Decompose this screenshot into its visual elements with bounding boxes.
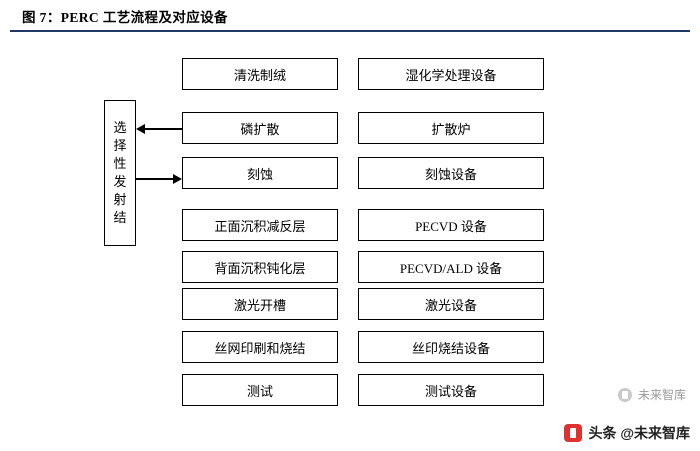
equipment-box-3: PECVD 设备 — [358, 209, 544, 241]
equipment-box-1: 扩散炉 — [358, 112, 544, 144]
arrow-line-phosphorus — [145, 128, 182, 130]
process-box-3: 正面沉积减反层 — [182, 209, 338, 241]
process-label-6: 丝网印刷和烧结 — [214, 340, 306, 356]
equipment-box-6: 丝印烧结设备 — [358, 331, 544, 363]
watermark-logo-icon — [617, 387, 632, 402]
process-box-4: 背面沉积钝化层 — [182, 251, 338, 283]
equipment-label-4: PECVD/ALD 设备 — [399, 260, 503, 276]
figure-title-bar: 图 7：PERC 工艺流程及对应设备 — [0, 0, 700, 34]
arrow-head-etching — [173, 174, 182, 184]
toutiao-logo-icon — [564, 424, 583, 442]
selective-emitter-char-1: 择 — [113, 138, 127, 153]
arrow-head-phosphorus — [136, 124, 145, 134]
equipment-label-2: 刻蚀设备 — [424, 166, 477, 182]
process-box-5: 激光开槽 — [182, 288, 338, 320]
equipment-box-2: 刻蚀设备 — [358, 157, 544, 189]
process-label-3: 正面沉积减反层 — [214, 218, 306, 234]
process-box-0: 清洗制绒 — [182, 58, 338, 90]
selective-emitter-char-0: 选 — [113, 120, 127, 135]
watermark: 未来智库 — [617, 386, 686, 403]
equipment-box-7: 测试设备 — [358, 374, 544, 406]
process-box-6: 丝网印刷和烧结 — [182, 331, 338, 363]
equipment-box-4: PECVD/ALD 设备 — [358, 251, 544, 283]
process-label-0: 清洗制绒 — [233, 67, 286, 83]
selective-emitter-char-2: 性 — [113, 156, 127, 171]
process-label-2: 刻蚀 — [246, 166, 273, 182]
page-title: 图 7：PERC 工艺流程及对应设备 — [22, 10, 228, 25]
equipment-label-6: 丝印烧结设备 — [411, 340, 490, 356]
process-label-5: 激光开槽 — [233, 297, 286, 313]
footer-brand-text: 头条 @未来智库 — [588, 425, 690, 441]
process-box-7: 测试 — [182, 374, 338, 406]
footer-brand: 头条 @未来智库 — [564, 423, 690, 443]
equipment-box-5: 激光设备 — [358, 288, 544, 320]
equipment-label-3: PECVD 设备 — [415, 218, 487, 234]
equipment-label-1: 扩散炉 — [431, 121, 471, 137]
equipment-label-5: 激光设备 — [424, 297, 477, 313]
selective-emitter-char-4: 射 — [113, 192, 127, 207]
process-label-4: 背面沉积钝化层 — [214, 260, 306, 276]
equipment-label-7: 测试设备 — [424, 383, 477, 399]
process-label-1: 磷扩散 — [240, 121, 280, 137]
selective-emitter-box: 选 择 性 发 射 结 — [104, 100, 136, 246]
selective-emitter-char-5: 结 — [113, 210, 127, 225]
equipment-label-0: 湿化学处理设备 — [405, 67, 497, 83]
title-divider — [10, 30, 690, 32]
equipment-box-0: 湿化学处理设备 — [358, 58, 544, 90]
watermark-text: 未来智库 — [637, 388, 686, 402]
process-box-1: 磷扩散 — [182, 112, 338, 144]
arrow-line-etching — [136, 178, 173, 180]
process-label-7: 测试 — [246, 383, 273, 399]
selective-emitter-char-3: 发 — [113, 174, 127, 189]
process-box-2: 刻蚀 — [182, 157, 338, 189]
